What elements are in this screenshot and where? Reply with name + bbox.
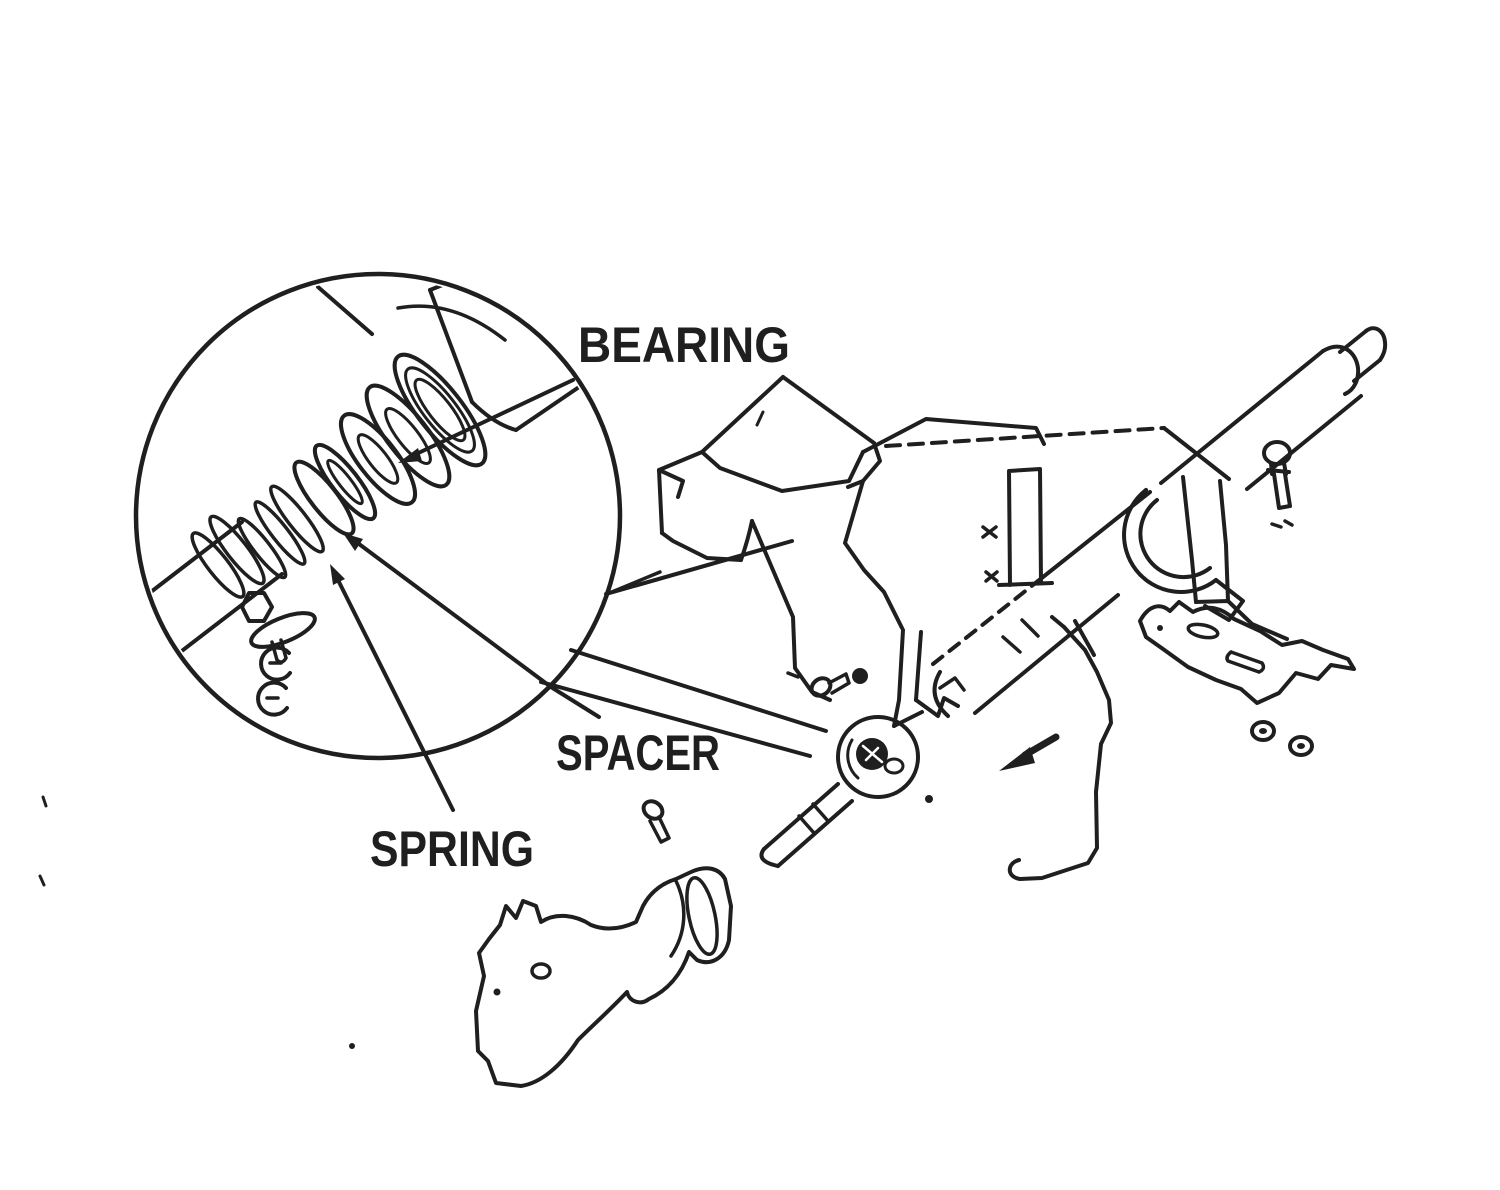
toe-board-outline <box>1007 615 1113 881</box>
steering-column-tube <box>931 326 1388 718</box>
coupling-pinch-bolt <box>809 672 851 698</box>
detail-callout-circle <box>133 271 623 761</box>
clamp-bolt <box>240 591 317 664</box>
direction-arrow-icon <box>999 733 1060 771</box>
column-clamp-bolt <box>1262 440 1294 529</box>
bracket-nuts <box>1250 720 1314 757</box>
callout-projection-lines <box>539 539 828 758</box>
dash-panel <box>605 375 1289 702</box>
mounting-bracket <box>1138 600 1356 705</box>
bearing-label: BEARING <box>578 317 790 373</box>
spring-label: SPRING <box>370 821 534 877</box>
bearing-rings <box>338 352 488 506</box>
spring-leader-line <box>330 564 455 812</box>
spacer-leader-line <box>343 533 601 719</box>
spring-washers <box>236 484 325 580</box>
c-clips <box>256 645 292 717</box>
gear-coupling-bolt <box>641 799 671 844</box>
steering-gear-box <box>474 866 733 1088</box>
scan-speckles <box>38 410 765 1049</box>
spacer-label: SPACER <box>556 725 720 781</box>
magnified-shaft-assembly <box>140 278 606 717</box>
bearing-leader-line <box>398 378 575 463</box>
lower-steering-shaft <box>759 782 854 868</box>
flexible-coupling <box>786 628 966 803</box>
column-saddle-clamp <box>1122 488 1245 622</box>
shaft-clamp-band <box>190 514 266 599</box>
spacer-rings <box>292 442 378 537</box>
